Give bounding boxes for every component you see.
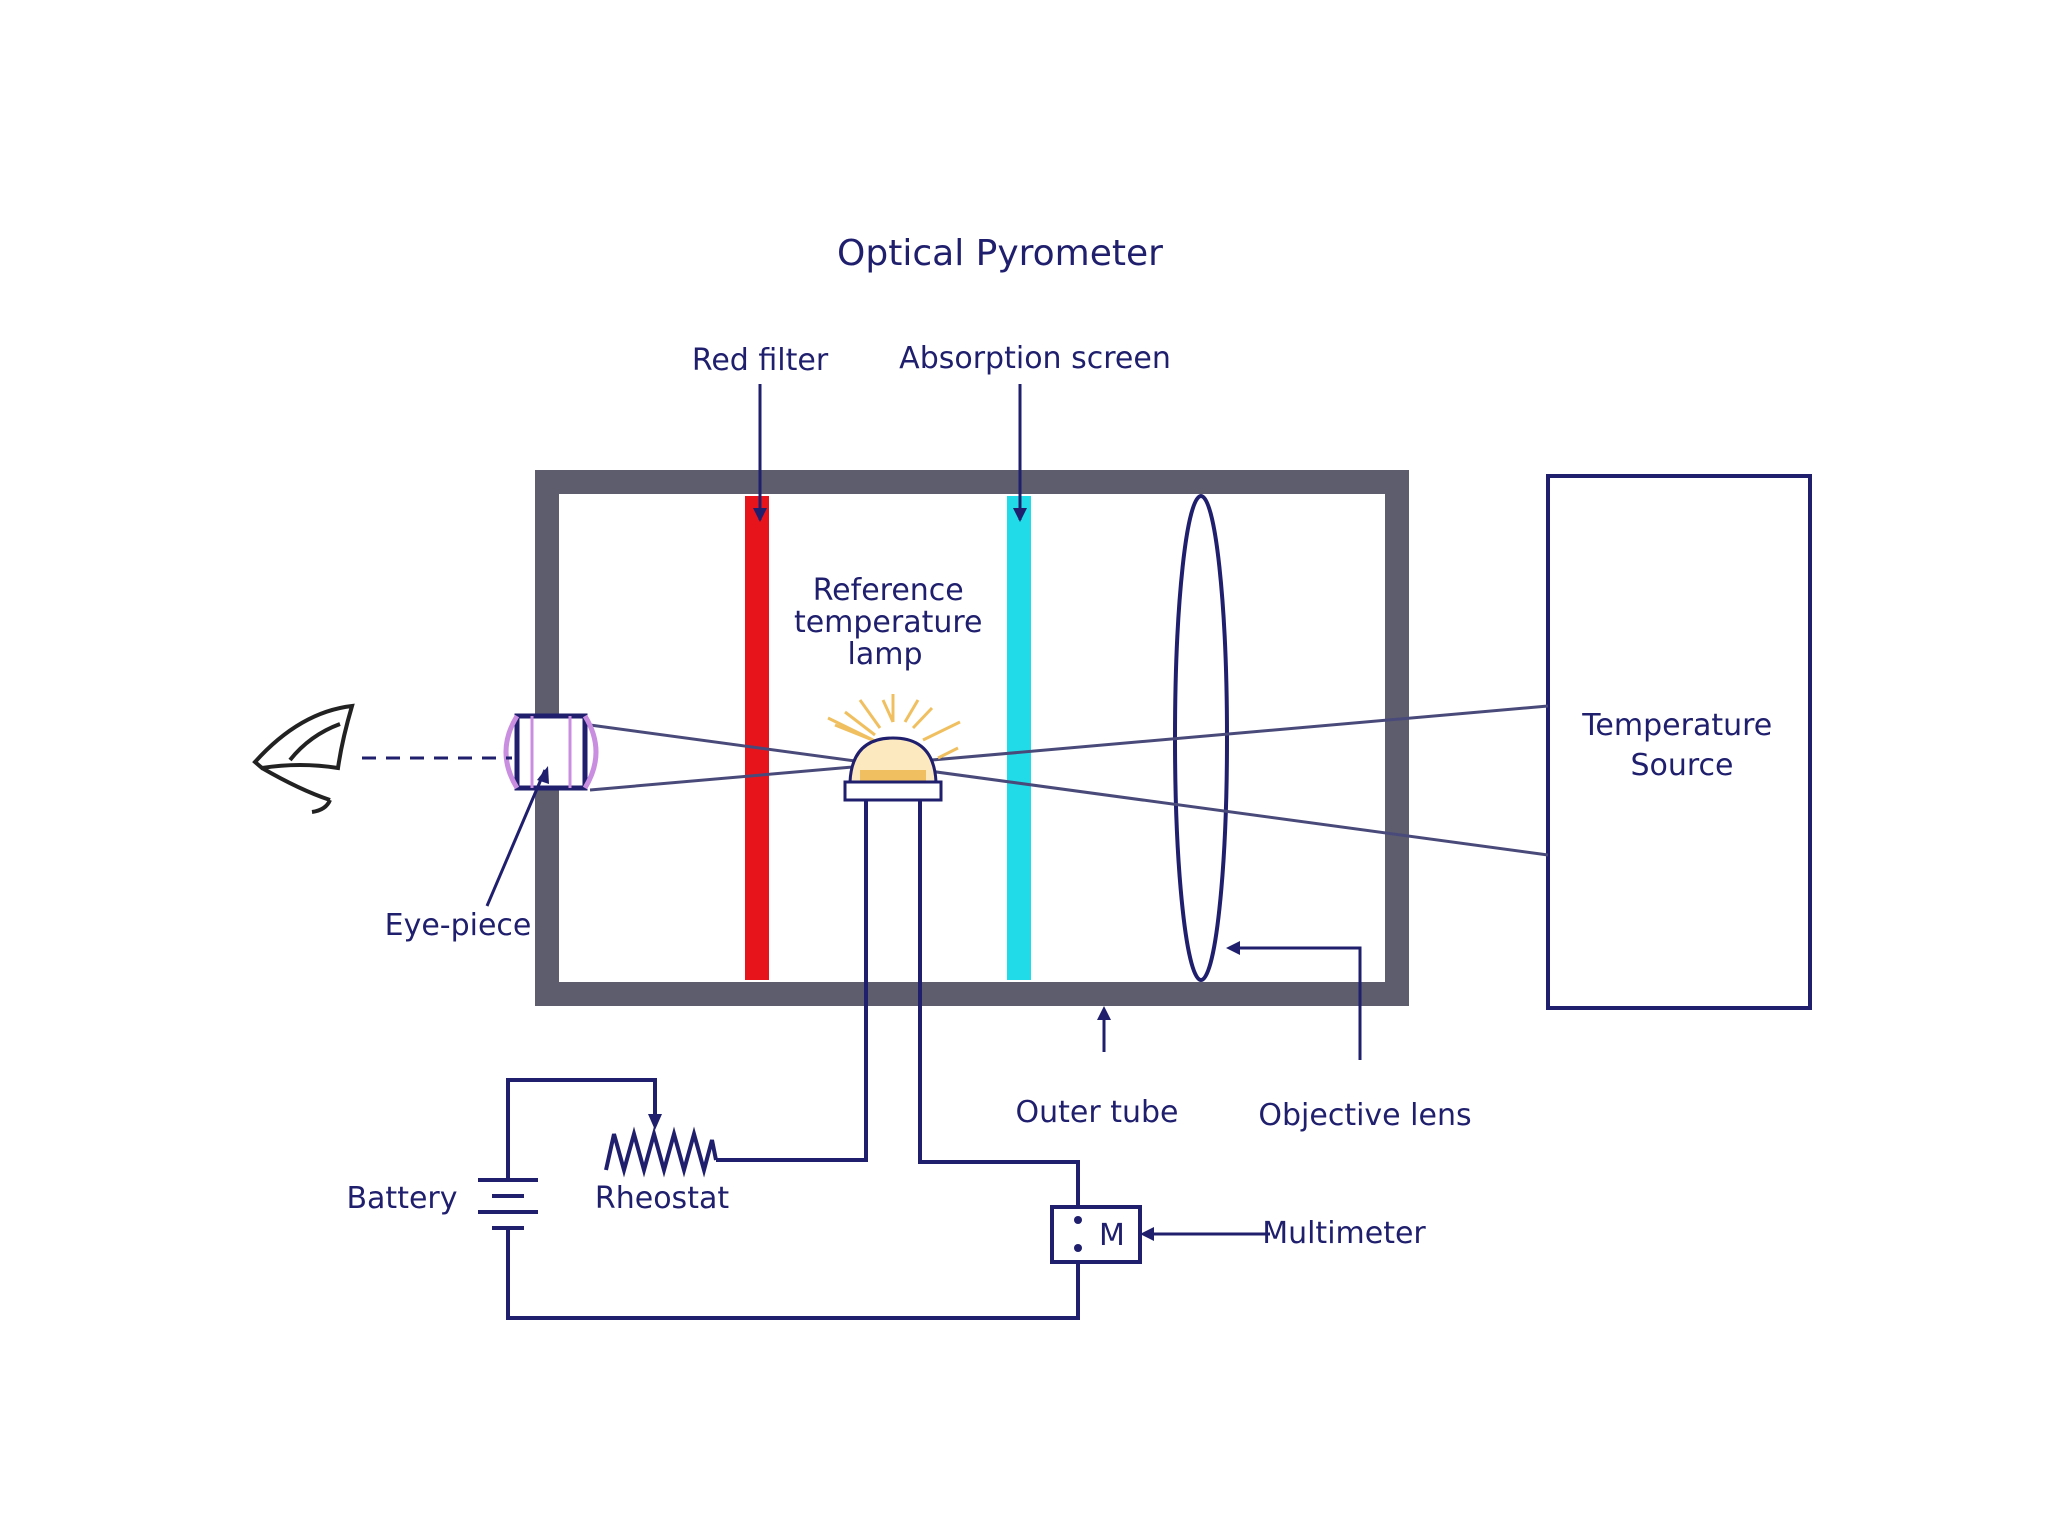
reference-temperature-lamp bbox=[827, 694, 961, 802]
red-filter-label: Red filter bbox=[692, 343, 829, 378]
rheostat-resistor bbox=[604, 1126, 718, 1178]
eye-icon bbox=[252, 703, 355, 814]
diagram-title: Optical Pyrometer bbox=[837, 233, 1163, 274]
battery-label: Battery bbox=[346, 1181, 457, 1216]
temperature-source-label: Temperature Source bbox=[1581, 708, 1782, 783]
temperature-source-label-line: Temperature bbox=[1581, 708, 1772, 743]
reference-lamp-label-line: lamp bbox=[848, 637, 923, 672]
reference-lamp-label-line: temperature bbox=[794, 605, 983, 640]
objective-lens-label: Objective lens bbox=[1258, 1098, 1471, 1133]
multimeter-symbol: M bbox=[1099, 1218, 1125, 1253]
multimeter bbox=[1050, 1205, 1142, 1264]
outer-tube-label: Outer tube bbox=[1016, 1095, 1179, 1130]
temperature-source-label-line: Source bbox=[1630, 748, 1733, 783]
outer-tube bbox=[535, 470, 1409, 1006]
reference-lamp-label: Reference temperature lamp bbox=[794, 573, 992, 672]
reference-lamp-label-line: Reference bbox=[813, 573, 964, 608]
red-filter bbox=[745, 496, 769, 980]
eye-piece-label: Eye-piece bbox=[385, 908, 532, 943]
circuit-wiring bbox=[506, 800, 1080, 1320]
temperature-source-box bbox=[1546, 474, 1812, 1010]
absorption-screen-label: Absorption screen bbox=[899, 341, 1171, 376]
rheostat-label: Rheostat bbox=[595, 1181, 729, 1216]
rheostat-wiper-arrow bbox=[648, 1114, 662, 1130]
absorption-screen bbox=[1007, 496, 1031, 980]
optical-rays bbox=[589, 704, 1549, 857]
pointer-arrowheads bbox=[537, 508, 1240, 1241]
multimeter-label: Multimeter bbox=[1262, 1216, 1426, 1251]
eye-piece bbox=[503, 713, 599, 791]
pointer-lines bbox=[485, 384, 1362, 1236]
battery-symbol bbox=[478, 1170, 538, 1234]
